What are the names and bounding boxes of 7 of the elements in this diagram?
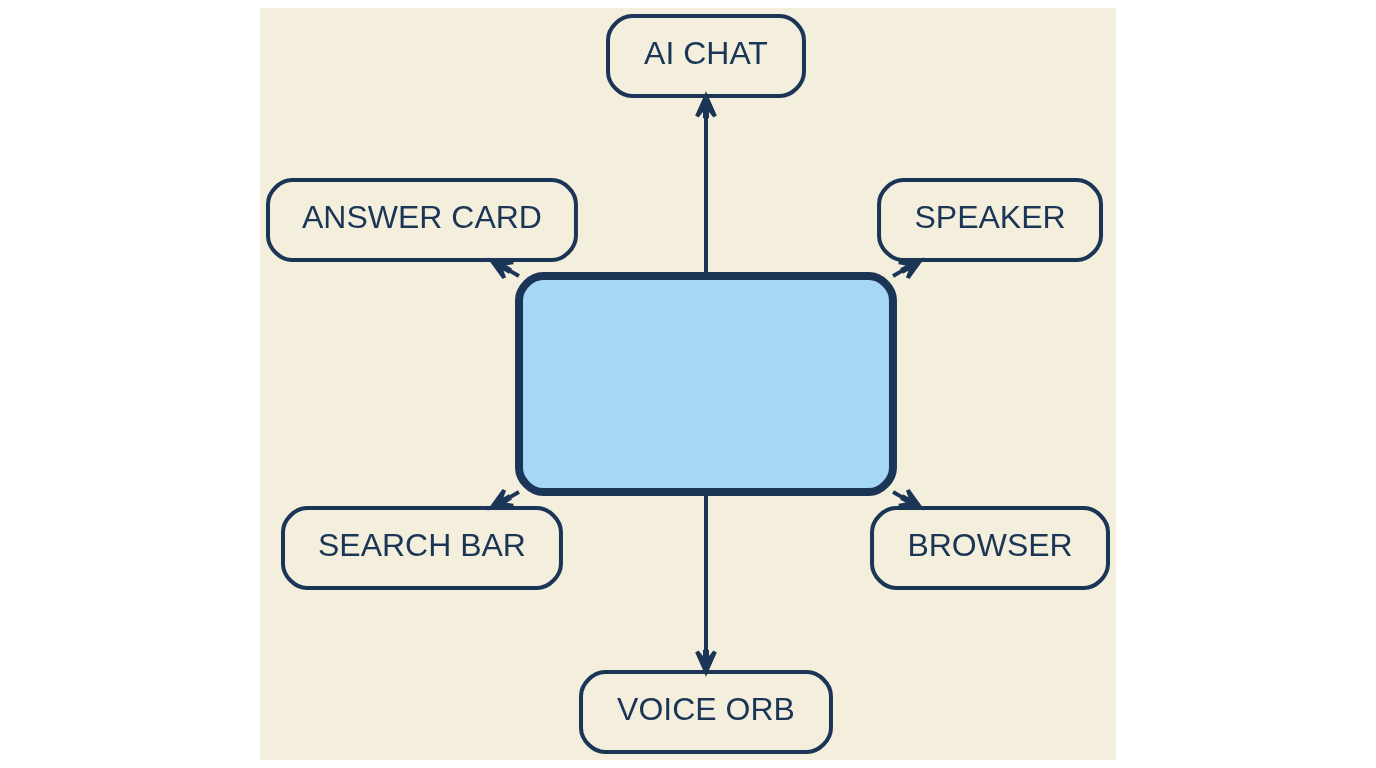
node-box: VOICE ORB — [579, 670, 833, 754]
node-box: BROWSER — [870, 506, 1110, 590]
node-box: AI CHAT — [606, 14, 806, 98]
node-box: SEARCH BAR — [281, 506, 563, 590]
node-box — [515, 272, 897, 496]
node-box: ANSWER CARD — [266, 178, 578, 262]
node-box: SPEAKER — [877, 178, 1103, 262]
